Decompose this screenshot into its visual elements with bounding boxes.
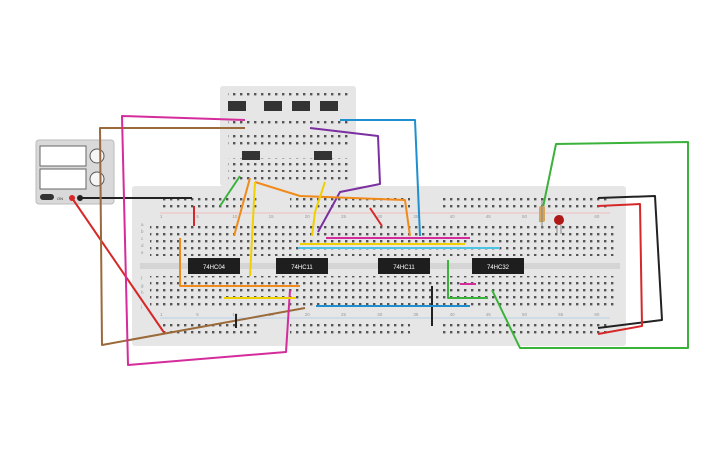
resistor[interactable] (539, 200, 545, 228)
switch-1[interactable] (228, 101, 246, 111)
switch-5[interactable] (242, 151, 260, 160)
chip-3-label: 74HC11 (393, 265, 415, 271)
column-label-60-top: 60 (594, 214, 600, 219)
column-label-1-bottom: 1 (160, 312, 163, 317)
column-label-20-bottom: 20 (305, 312, 311, 317)
switch-2[interactable] (264, 101, 282, 111)
row-label-e: e (141, 250, 144, 255)
wire-red-power (71, 197, 166, 335)
chip-3[interactable]: 74HC11 (378, 258, 430, 274)
row-label-h: h (141, 290, 144, 295)
column-label-10-top: 10 (232, 214, 238, 219)
wire-green-long (491, 141, 689, 349)
row-label-b: b (141, 229, 144, 234)
wire-green-mid (447, 260, 488, 299)
chip-4[interactable]: 74HC32 (472, 258, 524, 274)
column-label-35-bottom: 35 (413, 312, 419, 317)
column-label-60-bottom: 60 (594, 312, 600, 317)
column-label-1-top: 1 (160, 214, 163, 219)
column-label-15-top: 15 (269, 214, 275, 219)
wire-magenta-long (121, 115, 291, 366)
column-label-45-top: 45 (486, 214, 492, 219)
switch-3[interactable] (292, 101, 310, 111)
row-label-d: d (141, 243, 144, 248)
wire-orange-1 (233, 177, 251, 237)
wire-orange-3 (179, 238, 300, 287)
column-label-25-bottom: 25 (341, 312, 347, 317)
switch-4[interactable] (320, 101, 338, 111)
wires (71, 115, 689, 366)
wire-brown (99, 127, 306, 346)
column-label-55-bottom: 55 (558, 312, 564, 317)
chip-1[interactable]: 74HC04 (188, 258, 240, 274)
column-label-5-bottom: 5 (196, 312, 199, 317)
power-switch[interactable] (40, 194, 54, 200)
column-label-40-bottom: 40 (450, 312, 456, 317)
wire-red-mid (369, 207, 383, 227)
switch-6[interactable] (314, 151, 332, 160)
wire-yellow-2 (311, 181, 326, 237)
chip-4-label: 74HC32 (487, 265, 510, 271)
column-label-50-top: 50 (522, 214, 528, 219)
current-knob-icon[interactable] (89, 171, 105, 187)
wire-purple (309, 127, 381, 233)
column-label-45-bottom: 45 (486, 312, 492, 317)
column-label-40-top: 40 (450, 214, 456, 219)
wire-yellow-1 (249, 181, 256, 277)
row-label-a: a (141, 222, 144, 227)
column-label-25-top: 25 (341, 214, 347, 219)
slide-switches[interactable] (228, 101, 338, 160)
column-label-50-bottom: 50 (522, 312, 528, 317)
chip-2-label: 74HC11 (291, 265, 313, 271)
column-labels: 1155101015152020252530303535404045455050… (140, 214, 600, 317)
led-red[interactable] (554, 215, 564, 234)
row-label-f: f (141, 276, 143, 281)
power-on-label: ON (57, 196, 63, 201)
wire-black-right (597, 195, 663, 329)
wire-green-short (219, 175, 241, 207)
voltage-knob-icon[interactable] (89, 148, 105, 164)
column-label-20-top: 20 (305, 214, 311, 219)
column-label-30-bottom: 30 (377, 312, 383, 317)
column-label-35-top: 35 (413, 214, 419, 219)
column-label-30-top: 30 (377, 214, 383, 219)
wire-orange-2 (254, 181, 411, 237)
chip-2[interactable]: 74HC11 (276, 258, 328, 274)
row-label-g: g (141, 283, 144, 288)
wire-red-right (597, 203, 643, 335)
row-label-j: j (140, 304, 142, 309)
power-supply[interactable]: ON (35, 139, 115, 205)
row-label-c: c (141, 236, 144, 241)
column-label-5-top: 5 (196, 214, 199, 219)
wire-blue (340, 119, 421, 237)
chip-1-label: 74HC04 (203, 265, 226, 271)
